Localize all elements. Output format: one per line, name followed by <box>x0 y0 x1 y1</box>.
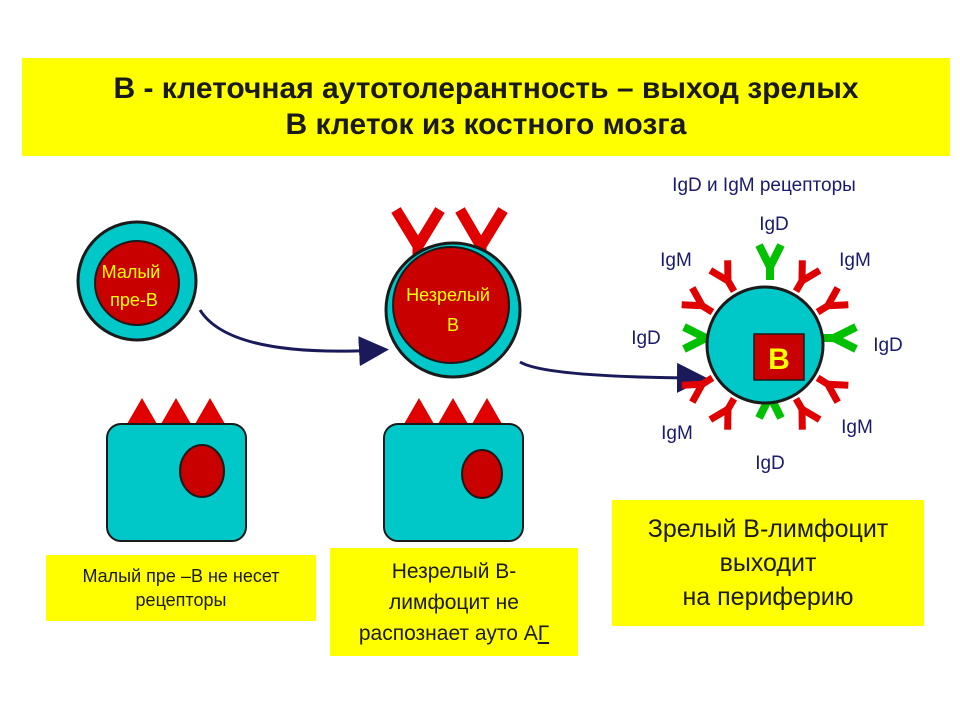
pre-b-label-1: Малый <box>102 262 161 282</box>
stromal-cell-2 <box>383 398 524 542</box>
igm-receptor <box>815 286 849 316</box>
igd-label-left: IgD <box>631 328 661 349</box>
title-banner: В - клеточная аутотолерантность – выход … <box>22 58 950 156</box>
antigen-triangle <box>438 398 468 424</box>
immature-b-cell: Незрелый В <box>384 207 522 379</box>
caption-mature-line-3: на периферию <box>682 583 854 611</box>
igm-label-top-right: IgM <box>839 250 871 271</box>
caption-immature-line-3: распознает ауто АГ <box>359 618 549 649</box>
caption-pre-b: Малый пре –В не несет рецепторы <box>46 555 316 621</box>
caption-immature-line-3-text: распознает ауто А <box>358 621 538 645</box>
igm-receptor <box>708 396 738 430</box>
igm-label-bottom-left: IgM <box>661 423 693 444</box>
caption-mature-line-1: Зрелый В-лимфоцит <box>647 515 889 543</box>
igd-receptor-top <box>755 243 785 280</box>
mature-b-cell: В <box>705 285 825 405</box>
mature-cell-label: В <box>768 343 790 376</box>
mature-nucleus <box>753 333 805 381</box>
antigen-triangle <box>127 398 157 424</box>
igd-receptor-right <box>821 323 858 353</box>
stromal-cell-1 <box>106 398 247 542</box>
antigen-triangle <box>472 398 502 424</box>
igm-receptor <box>681 374 715 404</box>
caption-mature-line-2: выходит <box>719 549 817 577</box>
igm-receptor <box>792 260 822 294</box>
receptors-header: IgD и IgM рецепторы <box>672 175 856 196</box>
stromal-cell-body <box>383 423 524 542</box>
title-line-2: В клеток из костного мозга <box>285 108 687 141</box>
stromal-nucleus <box>461 449 503 499</box>
caption-pre-b-line-1: Малый пре –В не несет <box>82 566 280 586</box>
arrow-to-mature <box>519 360 707 393</box>
immature-label-1: Незрелый <box>406 285 490 305</box>
igm-label-top-left: IgM <box>660 250 692 271</box>
caption-mature: Зрелый В-лимфоцит выходит на периферию <box>612 500 924 626</box>
immature-nucleus <box>392 246 510 364</box>
igm-label-bottom-right: IgM <box>841 417 873 438</box>
caption-immature: Незрелый В- лимфоцит не распознает ауто … <box>330 548 578 656</box>
pre-b-nucleus <box>94 240 180 326</box>
igm-receptor <box>681 286 715 316</box>
caption-pre-b-line-2: рецепторы <box>135 590 227 610</box>
antigen-triangle <box>195 398 225 424</box>
igd-label-right: IgD <box>873 335 903 356</box>
stromal-nucleus <box>179 444 225 498</box>
igm-receptor <box>792 396 822 430</box>
pre-b-label-2: пре-В <box>110 290 158 310</box>
caption-immature-line-3-underlined: Г <box>537 621 550 645</box>
caption-immature-line-1: Незрелый В- <box>391 559 517 583</box>
antigen-triangle <box>404 398 434 424</box>
arrow-to-immature <box>198 309 389 367</box>
stromal-cell-body <box>106 423 247 542</box>
igm-receptor <box>815 374 849 404</box>
pre-b-cell: Малый пре-В <box>76 220 198 342</box>
immature-label-2: В <box>447 315 459 335</box>
caption-immature-line-2: лимфоцит не <box>389 590 519 614</box>
title-line-1: В - клеточная аутотолерантность – выход … <box>113 72 859 105</box>
antigen-triangle <box>161 398 191 424</box>
igd-label-top: IgD <box>759 214 789 235</box>
igm-receptor <box>708 260 738 294</box>
igd-label-bottom: IgD <box>755 453 785 474</box>
